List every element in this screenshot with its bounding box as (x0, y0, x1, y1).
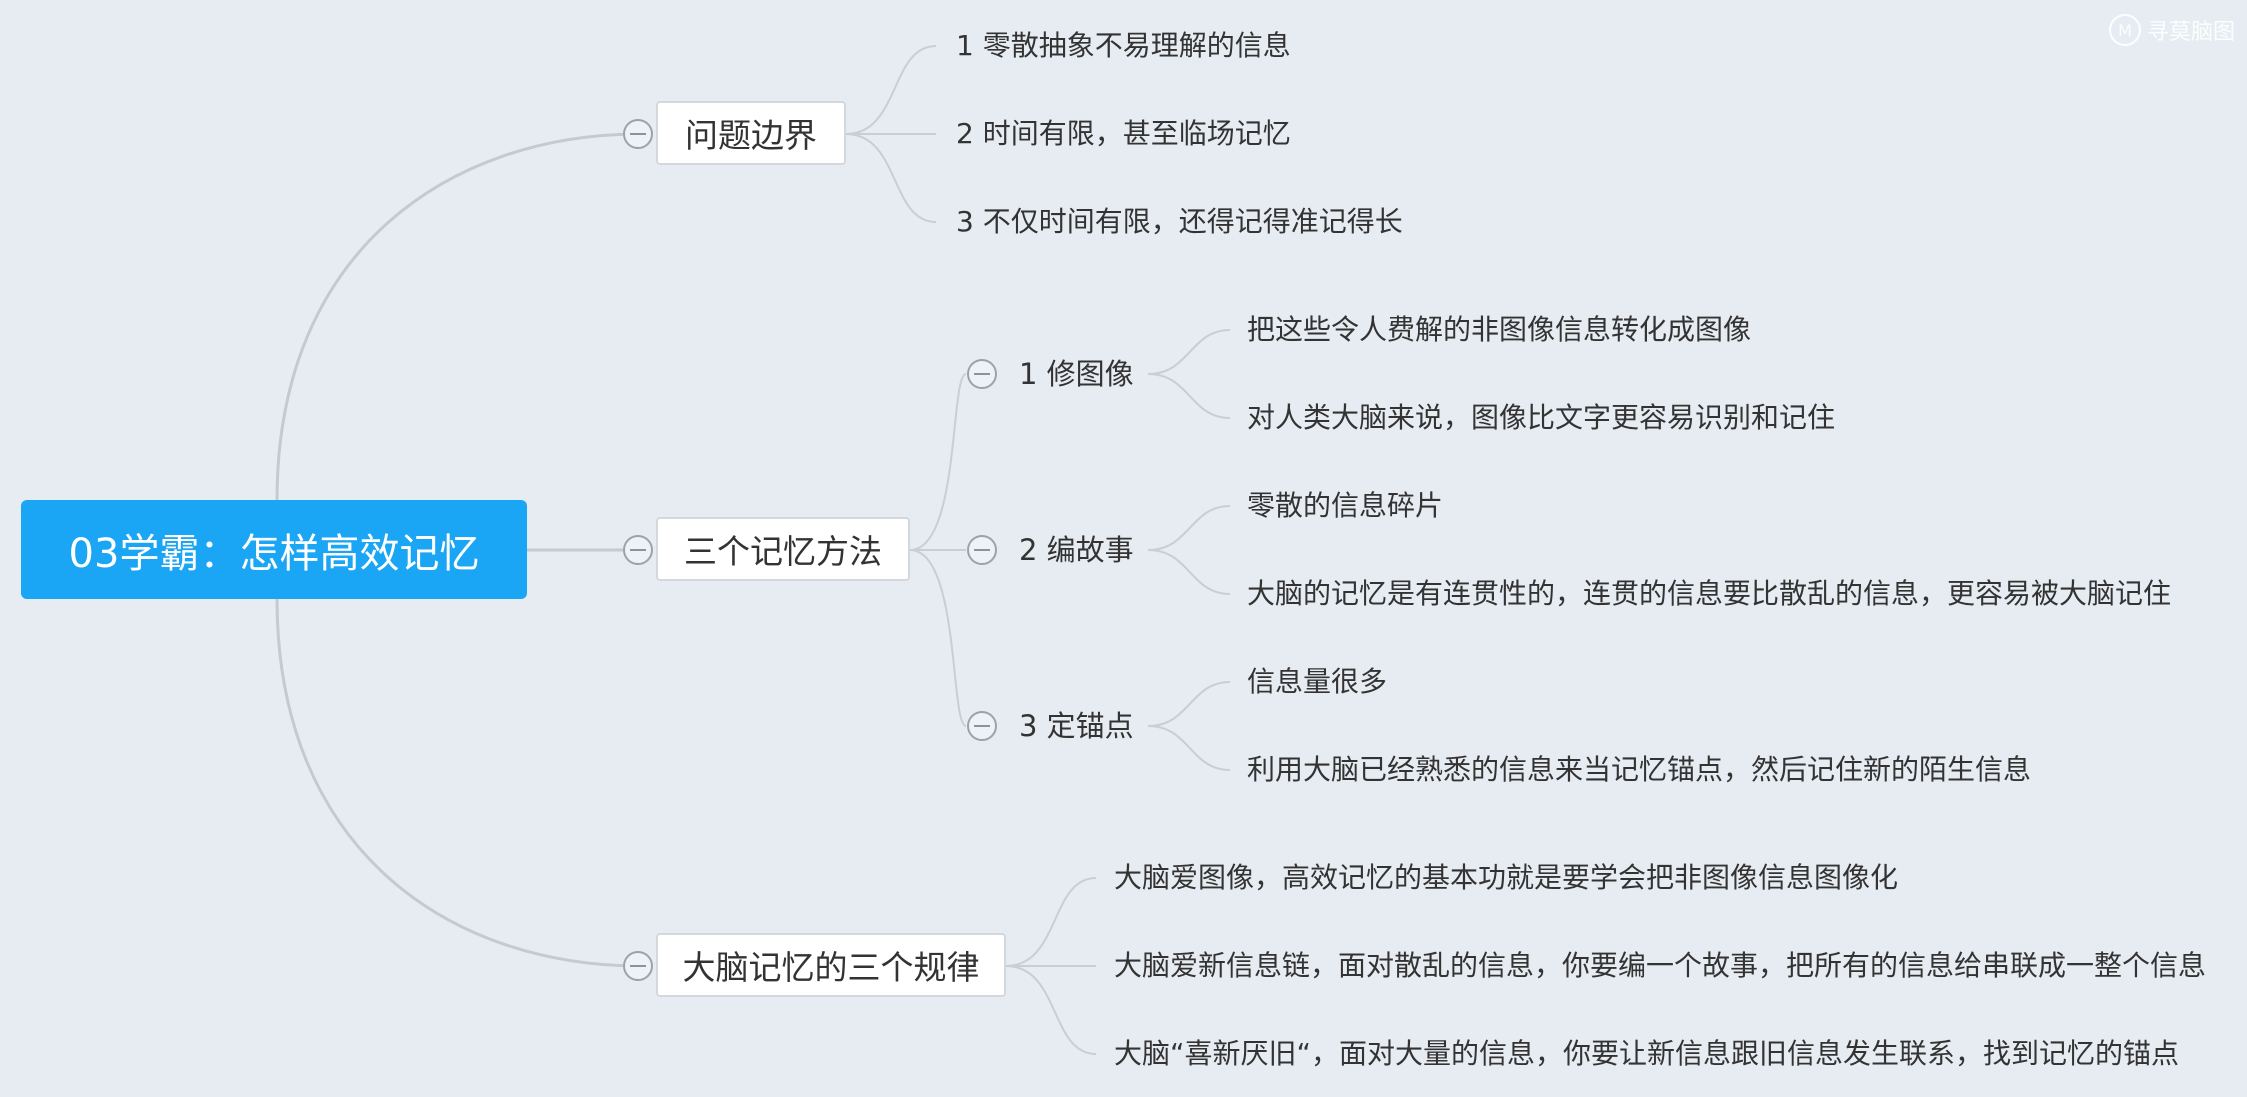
collapse-toggle-branch-3[interactable] (623, 951, 653, 981)
branch-3-item-1[interactable]: 大脑爱图像，高效记忆的基本功就是要学会把非图像信息图像化 (1114, 861, 1899, 894)
branch-topic-1[interactable]: 问题边界 (656, 101, 846, 165)
root-topic[interactable]: 03学霸：怎样高效记忆 (21, 500, 527, 599)
sub-1-item-2[interactable]: 对人类大脑来说，图像比文字更容易识别和记住 (1247, 401, 1836, 434)
root-topic-label: 03学霸：怎样高效记忆 (68, 530, 480, 577)
connector-root-branch-3 (275, 598, 641, 968)
branch-1-item-1[interactable]: 1 零散抽象不易理解的信息 (956, 29, 1291, 62)
branch-1-item-2[interactable]: 2 时间有限，甚至临场记忆 (956, 117, 1291, 150)
watermark: M 寻莫脑图 (2109, 14, 2235, 46)
sub-2-item-2[interactable]: 大脑的记忆是有连贯性的，连贯的信息要比散乱的信息，更容易被大脑记住 (1247, 577, 2172, 610)
branch-3-item-2[interactable]: 大脑爱新信息链，面对散乱的信息，你要编一个故事，把所有的信息给串联成一整个信息 (1114, 949, 2207, 982)
sub-2-item-1[interactable]: 零散的信息碎片 (1247, 489, 1444, 522)
watermark-logo-icon: M (2109, 14, 2141, 46)
collapse-toggle-branch-1[interactable] (623, 119, 653, 149)
collapse-toggle-sub-1[interactable] (967, 359, 997, 389)
branch-3-item-3[interactable]: 大脑“喜新厌旧“，面对大量的信息，你要让新信息跟旧信息发生联系，找到记忆的锚点 (1114, 1037, 2180, 1070)
branch-topic-2-label: 三个记忆方法 (684, 532, 882, 571)
branch-topic-1-label: 问题边界 (685, 116, 817, 155)
sub-topic-2[interactable]: 2 编故事 (1019, 533, 1134, 567)
watermark-text: 寻莫脑图 (2147, 20, 2236, 45)
connector-root-branch-1 (275, 132, 641, 501)
branch-topic-2[interactable]: 三个记忆方法 (656, 517, 910, 581)
branch-topic-3[interactable]: 大脑记忆的三个规律 (656, 933, 1006, 997)
branch-1-item-3[interactable]: 3 不仅时间有限，还得记得准记得长 (956, 205, 1403, 238)
sub-topic-3[interactable]: 3 定锚点 (1019, 709, 1134, 743)
sub-1-item-1[interactable]: 把这些令人费解的非图像信息转化成图像 (1247, 313, 1752, 346)
branch-topic-3-label: 大脑记忆的三个规律 (682, 948, 980, 987)
sub-3-item-2[interactable]: 利用大脑已经熟悉的信息来当记忆锚点，然后记住新的陌生信息 (1247, 753, 2032, 786)
sub-topic-1[interactable]: 1 修图像 (1019, 357, 1134, 391)
collapse-toggle-sub-3[interactable] (967, 711, 997, 741)
sub-3-item-1[interactable]: 信息量很多 (1247, 665, 1388, 698)
collapse-toggle-branch-2[interactable] (623, 535, 653, 565)
collapse-toggle-sub-2[interactable] (967, 535, 997, 565)
